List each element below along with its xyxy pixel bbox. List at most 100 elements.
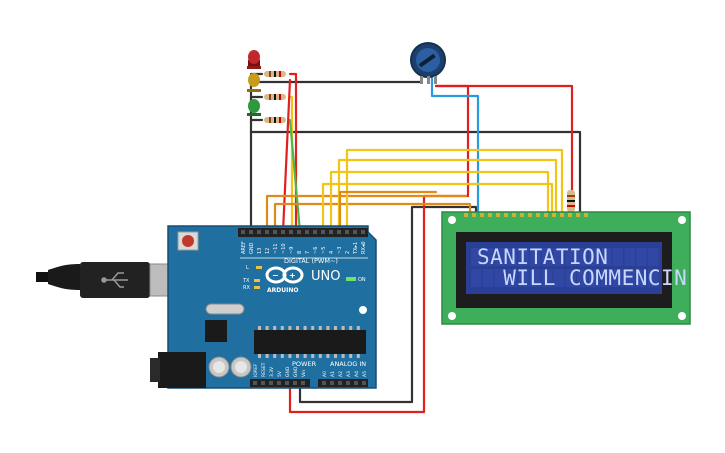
power-pin-hole[interactable] <box>285 381 289 385</box>
digital-pin-hole[interactable] <box>337 230 341 234</box>
chip-pin <box>280 354 284 358</box>
digital-pin-hole[interactable] <box>257 230 261 234</box>
lcd-pin[interactable] <box>504 213 508 217</box>
digital-pin-label: RX◂0 <box>361 241 367 254</box>
chip-pin <box>326 354 330 358</box>
chip-pin <box>318 326 322 330</box>
lcd-cell <box>636 248 647 266</box>
lcd-cell <box>482 248 494 266</box>
digital-pin-hole[interactable] <box>241 230 245 234</box>
digital-pin-hole[interactable] <box>289 230 293 234</box>
lcd-cell <box>565 248 576 266</box>
power-pin-label: Vin <box>301 370 307 377</box>
digital-pin-hole[interactable] <box>297 230 301 234</box>
lcd-cell <box>494 248 506 266</box>
lcd-cell <box>577 269 588 287</box>
capacitor-2 <box>230 356 252 378</box>
digital-pin-hole[interactable] <box>265 230 269 234</box>
power-label: POWER <box>292 360 317 368</box>
chip-pin <box>326 326 330 330</box>
l-led <box>256 266 262 269</box>
analog-pin-hole[interactable] <box>362 381 366 385</box>
lcd-pin[interactable] <box>560 213 564 217</box>
lcd-pin[interactable] <box>552 213 556 217</box>
lcd-pin[interactable] <box>576 213 580 217</box>
digital-pin-hole[interactable] <box>329 230 333 234</box>
svg-text:−: − <box>272 271 279 280</box>
power-pin-hole[interactable] <box>301 381 305 385</box>
chip-pin <box>334 354 337 358</box>
chip-pin <box>341 326 345 330</box>
chip-pin <box>258 354 261 358</box>
lcd-pin[interactable] <box>480 213 484 217</box>
analog-pin-hole[interactable] <box>338 381 342 385</box>
lcd-cell <box>589 248 600 266</box>
digital-pin-hole[interactable] <box>361 230 365 234</box>
lcd-pin[interactable] <box>544 213 548 217</box>
chip-pin <box>356 326 360 330</box>
analog-pin-hole[interactable] <box>346 381 350 385</box>
usb-cable <box>36 262 179 298</box>
digital-pin-hole[interactable] <box>281 230 285 234</box>
potentiometer[interactable] <box>410 42 446 84</box>
digital-pin-hole[interactable] <box>345 230 349 234</box>
lcd-pin[interactable] <box>472 213 476 217</box>
power-pin-label: RESET <box>261 362 267 377</box>
lcd-cell <box>541 248 553 266</box>
resistor-2[interactable] <box>264 94 286 100</box>
lcd-cell <box>600 269 612 287</box>
digital-pin-label: ~9 <box>289 247 295 254</box>
on-led <box>346 277 356 281</box>
lcd-cell <box>612 269 624 287</box>
digital-pin-hole[interactable] <box>353 230 357 234</box>
digital-pin-label: ~6 <box>313 247 319 254</box>
lcd-cell <box>518 248 529 266</box>
power-pin-hole[interactable] <box>269 381 273 385</box>
lcd-pin[interactable] <box>464 213 468 217</box>
rx-led <box>254 286 260 289</box>
digital-pin-hole[interactable] <box>249 230 253 234</box>
resistor-lcd[interactable] <box>567 190 575 212</box>
lcd-pin[interactable] <box>536 213 540 217</box>
lcd-cell <box>541 269 553 287</box>
lcd-cell <box>600 248 612 266</box>
red-led[interactable] <box>247 50 261 69</box>
green-led[interactable] <box>247 99 261 116</box>
lcd-pin[interactable] <box>496 213 500 217</box>
chip-pin <box>273 354 277 358</box>
wire-orange-3 <box>338 190 438 234</box>
chip-pin <box>258 326 261 330</box>
resistor-3[interactable] <box>264 117 286 123</box>
wire-black-top <box>249 130 582 214</box>
lcd-pin[interactable] <box>520 213 524 217</box>
digital-pin-hole[interactable] <box>313 230 317 234</box>
power-pin-hole[interactable] <box>293 381 297 385</box>
wire-black-bottom <box>298 205 478 404</box>
resistor-1[interactable] <box>264 71 286 77</box>
digital-pin-hole[interactable] <box>273 230 277 234</box>
yellow-led[interactable] <box>247 73 261 92</box>
chip-pin <box>296 326 299 330</box>
lcd-pin[interactable] <box>584 213 588 217</box>
tx-label: TX <box>242 278 250 284</box>
digital-pin-label: 13 <box>257 248 263 254</box>
analog-pin-hole[interactable] <box>354 381 358 385</box>
lcd-pin[interactable] <box>488 213 492 217</box>
power-pin-hole[interactable] <box>277 381 281 385</box>
lcd-pin[interactable] <box>568 213 572 217</box>
power-pin-hole[interactable] <box>253 381 257 385</box>
digital-pin-hole[interactable] <box>305 230 309 234</box>
lcd-pin[interactable] <box>528 213 532 217</box>
analog-pin-hole[interactable] <box>330 381 334 385</box>
digital-pin-hole[interactable] <box>321 230 325 234</box>
lcd-cell <box>506 248 517 266</box>
digital-pin-label: GND <box>249 242 255 254</box>
reset-button[interactable] <box>177 231 199 251</box>
analog-pin-hole[interactable] <box>322 381 326 385</box>
chip-pin <box>303 354 307 358</box>
lcd-line-1: SANITATION <box>477 245 608 269</box>
power-pin-hole[interactable] <box>261 381 265 385</box>
lcd-pin[interactable] <box>512 213 516 217</box>
